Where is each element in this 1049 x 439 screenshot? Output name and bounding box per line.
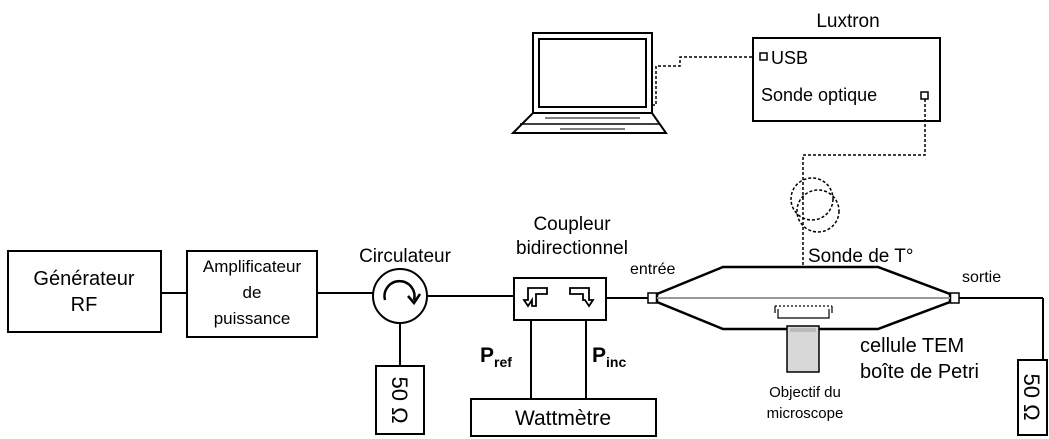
rf-generator-box <box>7 250 162 333</box>
tem-input-label: entrée <box>630 261 675 278</box>
power-inc-sub: inc <box>606 354 626 370</box>
rf-generator-line1: Générateur <box>33 268 135 290</box>
amplifier-line3: puissance <box>214 309 291 328</box>
petri-dish-icon <box>774 305 833 319</box>
usb-port <box>759 52 768 61</box>
load-right-label: 50 Ω <box>1019 373 1044 420</box>
tem-cell-label: cellule TEM <box>860 335 964 357</box>
coupler-line1: Coupleur <box>533 214 611 235</box>
fiber-coil-icon <box>790 177 840 233</box>
power-ref-sub: ref <box>494 354 512 370</box>
tem-output-connector <box>949 292 960 304</box>
laptop-icon <box>510 32 668 134</box>
load-left-box <box>375 365 425 435</box>
power-inc-main: P <box>592 344 606 367</box>
tem-output-label: sortie <box>962 269 1001 286</box>
wattmeter-label: Wattmètre <box>515 407 611 430</box>
usb-label: USB <box>771 48 808 68</box>
optical-fiber <box>802 99 926 318</box>
usb-cable <box>652 56 760 106</box>
coupler-arrows-icon <box>522 287 595 308</box>
microscope-objective-icon <box>786 325 820 373</box>
circulator-label: Circulateur <box>359 246 452 267</box>
amplifier-line1: Amplificateur <box>203 257 302 276</box>
amplifier-line2: de <box>243 283 262 302</box>
coupler-line2: bidirectionnel <box>516 238 628 259</box>
rf-generator-line2: RF <box>71 294 98 316</box>
probe-label: Sonde de T° <box>808 246 914 267</box>
luxtron-box <box>752 37 941 122</box>
petri-dish-label: boîte de Petri <box>860 361 979 383</box>
probe-port <box>920 91 929 100</box>
luxtron-title: Luxtron <box>816 11 879 32</box>
power-ref-label: Pref <box>480 344 512 370</box>
power-ref-main: P <box>480 344 494 367</box>
circulator-arrow-icon <box>383 279 422 306</box>
probe-port-label: Sonde optique <box>761 85 877 105</box>
load-right-box <box>1017 359 1048 436</box>
power-inc-label: Pinc <box>592 344 626 370</box>
load-left-label: 50 Ω <box>387 376 412 423</box>
objective-line1: Objectif du <box>769 384 841 401</box>
tem-input-connector <box>647 292 658 304</box>
objective-line2: microscope <box>767 405 844 422</box>
wattmeter-box <box>470 398 657 437</box>
